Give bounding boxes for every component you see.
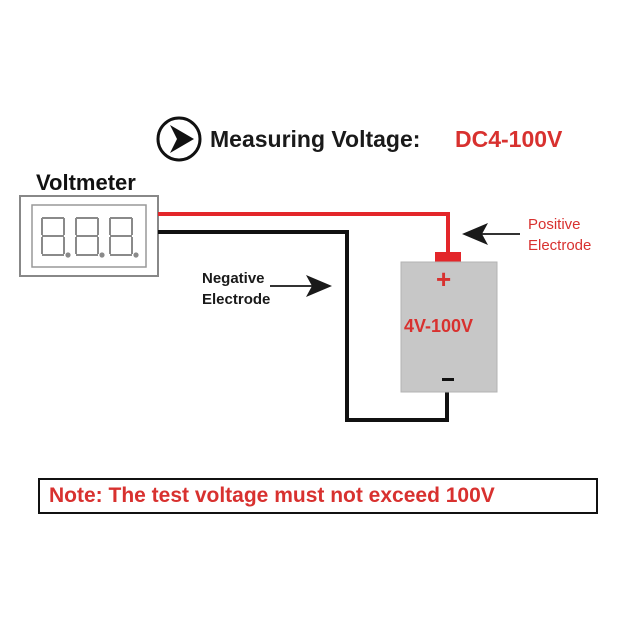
positive-electrode-label: Positive Electrode [528,216,592,254]
arrow-left-icon [462,223,520,245]
negative-electrode-label: Negative Electrode [202,270,271,308]
plus-sign: + [436,264,452,294]
header-voltage-range: DC4-100V [455,126,563,152]
note-text: Note: The test voltage must not exceed 1… [49,484,495,507]
seven-segment-display [41,217,139,258]
note-box [38,478,598,514]
arrow-right-circle-icon [156,116,202,162]
black-wire [158,230,449,422]
voltmeter-label: Voltmeter [36,170,136,195]
positive-terminal [435,252,461,262]
voltmeter-device [19,195,159,277]
minus-sign-icon [442,378,454,381]
header-title: Measuring Voltage: [210,126,421,152]
red-wire [158,212,450,254]
arrow-left-icon [270,275,332,297]
battery [400,252,498,393]
battery-voltage-range: 4V-100V [404,316,474,336]
